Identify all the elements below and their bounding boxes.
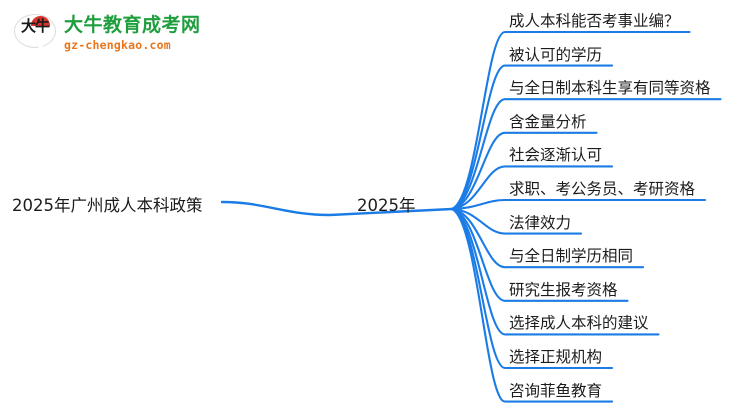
root-connector [220,200,454,217]
leaf-branch-0 [450,30,691,211]
logo-domain: gz-chengkao.com [64,38,171,53]
middle-node-label[interactable]: 2025年 [357,196,416,215]
root-node-label[interactable]: 2025年广州成人本科政策 [12,196,203,215]
logo-title: 大牛教育成考网 [64,14,201,37]
leaf-node-label[interactable]: 法律效力 [509,213,572,232]
logo-mark-text: 大牛 [20,17,50,35]
speech-bubble-tail [36,43,44,52]
leaf-node-label[interactable]: 社会逐渐认可 [509,146,603,165]
leaf-branch-7 [450,207,645,269]
leaf-node-label[interactable]: 与全日制本科生享有同等资格 [509,79,711,98]
leaf-node-label[interactable]: 含金量分析 [509,112,587,131]
leaf-branch-4 [450,165,614,211]
leaf-branch-5 [450,198,707,211]
leaf-node-label[interactable]: 研究生报考资格 [509,280,618,299]
leaf-node-label[interactable]: 咨询菲鱼教育 [509,381,603,400]
leaf-node-label[interactable]: 选择正规机构 [509,348,603,366]
leaf-node-label[interactable]: 求职、考公务员、考研资格 [509,180,696,198]
leaf-branch-2 [450,98,722,211]
leaf-node-label[interactable]: 被认可的学历 [509,45,603,64]
leaf-node-label[interactable]: 成人本科能否考事业编？ [509,12,680,30]
leaf-node-label[interactable]: 与全日制学历相同 [509,247,634,266]
logo-bubble-icon: 大牛 [14,13,58,55]
site-logo: 大牛 大牛教育成考网 gz-chengkao.com [14,8,200,60]
leaf-branch-1 [450,64,614,211]
leaf-branch-3 [450,131,598,211]
leaf-node-label[interactable]: 选择成人本科的建议 [509,314,649,333]
logo-text-block: 大牛教育成考网 gz-chengkao.com [64,16,201,52]
leaf-branch-11 [450,207,614,403]
leaf-branch-6 [450,207,583,235]
red-arc-shape [31,16,50,26]
